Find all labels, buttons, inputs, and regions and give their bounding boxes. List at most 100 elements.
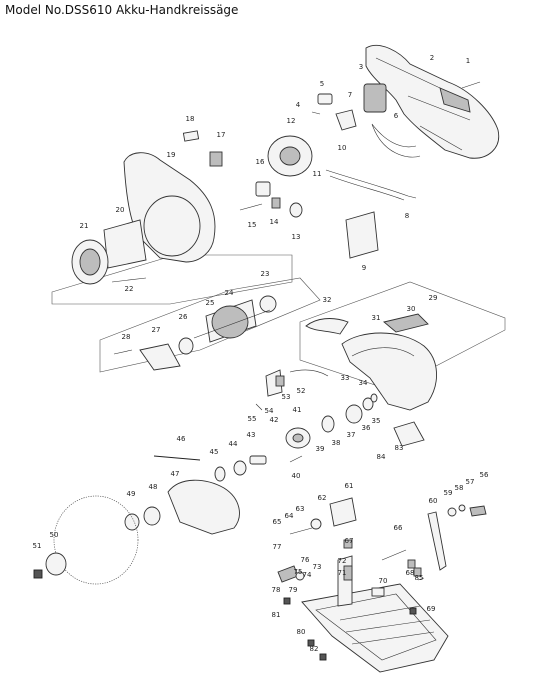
part-number-label: 62: [318, 494, 327, 502]
blade-case: [305, 313, 437, 447]
handle-housing: [365, 44, 500, 159]
part-number-label: 34: [359, 379, 368, 387]
part-number-label: 75: [294, 568, 303, 576]
part-number-label: 36: [362, 424, 371, 432]
part-number-label: 49: [127, 490, 136, 498]
part-number-label: 1: [466, 57, 470, 65]
part-number-label: 11: [313, 170, 322, 178]
part-number-label: 60: [429, 497, 438, 505]
part-number-label: 73: [313, 563, 322, 571]
part-number-label: 78: [272, 586, 281, 594]
part-number-label: 19: [167, 151, 176, 159]
part-number-label: 18: [186, 115, 195, 123]
part-number-label: 46: [177, 435, 186, 443]
part-number-label: 81: [272, 611, 281, 619]
part-number-label: 7: [348, 91, 352, 99]
part-number-label: 14: [270, 218, 279, 226]
part-number-label: 2: [430, 54, 434, 62]
part-number-label: 61: [345, 482, 354, 490]
part-number-label: 48: [149, 483, 158, 491]
armature: [113, 295, 277, 371]
part-number-label: 37: [347, 431, 356, 439]
part-number-label: 47: [171, 470, 180, 478]
part-number-label: 71: [338, 569, 347, 577]
part-number-label: 15: [248, 221, 257, 229]
part-number-label: 31: [372, 314, 381, 322]
part-number-label: 67: [345, 537, 354, 545]
part-number-label: 22: [125, 285, 134, 293]
saw-blade: [53, 495, 139, 585]
part-number-label: 76: [301, 556, 310, 564]
part-number-label: 25: [206, 299, 215, 307]
part-number-label: 74: [303, 571, 312, 579]
blade-case-frame: [299, 281, 506, 391]
part-number-label: 53: [282, 393, 291, 401]
part-number-label: 64: [285, 512, 294, 520]
part-number-label: 24: [225, 289, 234, 297]
part-number-label: 68: [406, 569, 415, 577]
part-number-label: 35: [372, 417, 381, 425]
part-number-label: 79: [289, 586, 298, 594]
base-plate: [277, 555, 449, 673]
part-number-label: 85: [415, 574, 424, 582]
part-number-label: 43: [247, 431, 256, 439]
part-number-label: 65: [273, 518, 282, 526]
part-number-label: 59: [444, 489, 453, 497]
part-number-label: 57: [466, 478, 475, 486]
part-number-label: 56: [480, 471, 489, 479]
part-number-label: 16: [256, 158, 265, 166]
part-number-label: 55: [248, 415, 257, 423]
part-number-label: 83: [395, 444, 404, 452]
part-number-label: 84: [377, 453, 386, 461]
part-number-label: 23: [261, 270, 270, 278]
switch-parts: [311, 83, 421, 259]
part-number-label: 51: [33, 542, 42, 550]
part-number-label: 63: [296, 505, 305, 513]
brush-holder: [182, 130, 313, 218]
part-number-label: 13: [292, 233, 301, 241]
part-number-label: 26: [179, 313, 188, 321]
part-number-label: 20: [116, 206, 125, 214]
part-number-label: 5: [320, 80, 324, 88]
part-number-label: 21: [80, 222, 89, 230]
part-number-label: 3: [359, 63, 363, 71]
part-number-label: 58: [455, 484, 464, 492]
part-number-label: 45: [210, 448, 219, 456]
part-number-label: 80: [297, 628, 306, 636]
spindle-parts: [214, 369, 329, 482]
part-number-label: 28: [122, 333, 131, 341]
part-number-label: 52: [297, 387, 306, 395]
part-number-label: 44: [229, 440, 238, 448]
part-number-label: 29: [429, 294, 438, 302]
part-number-label: 40: [292, 472, 301, 480]
part-number-label: 42: [270, 416, 279, 424]
part-number-label: 66: [394, 524, 403, 532]
part-number-label: 54: [265, 407, 274, 415]
safety-guard: [33, 455, 240, 585]
diagram-title: Model No.DSS610 Akku-Handkreissäge: [5, 3, 239, 17]
part-number-label: 30: [407, 305, 416, 313]
part-number-label: 4: [296, 101, 301, 109]
part-number-label: 39: [316, 445, 325, 453]
part-number-label: 69: [427, 605, 436, 613]
part-number-label: 70: [379, 577, 388, 585]
part-number-label: 82: [310, 645, 319, 653]
part-number-label: 8: [405, 212, 409, 220]
part-number-label: 72: [338, 557, 347, 565]
part-number-label: 17: [217, 131, 226, 139]
part-number-label: 33: [341, 374, 350, 382]
part-number-label: 32: [323, 296, 332, 304]
motor-housing: [71, 152, 216, 285]
part-number-label: 41: [293, 406, 302, 414]
part-callouts: 1234567891011121314151617181920212223242…: [33, 54, 489, 653]
depth-bevel-parts: [289, 497, 487, 571]
part-number-label: 77: [273, 543, 282, 551]
part-number-label: 50: [50, 531, 59, 539]
assembly-frames: [51, 254, 506, 391]
part-number-label: 38: [332, 439, 341, 447]
part-number-label: 27: [152, 326, 161, 334]
part-number-label: 10: [338, 144, 347, 152]
part-number-label: 6: [394, 112, 399, 120]
armature-frame: [99, 277, 321, 373]
